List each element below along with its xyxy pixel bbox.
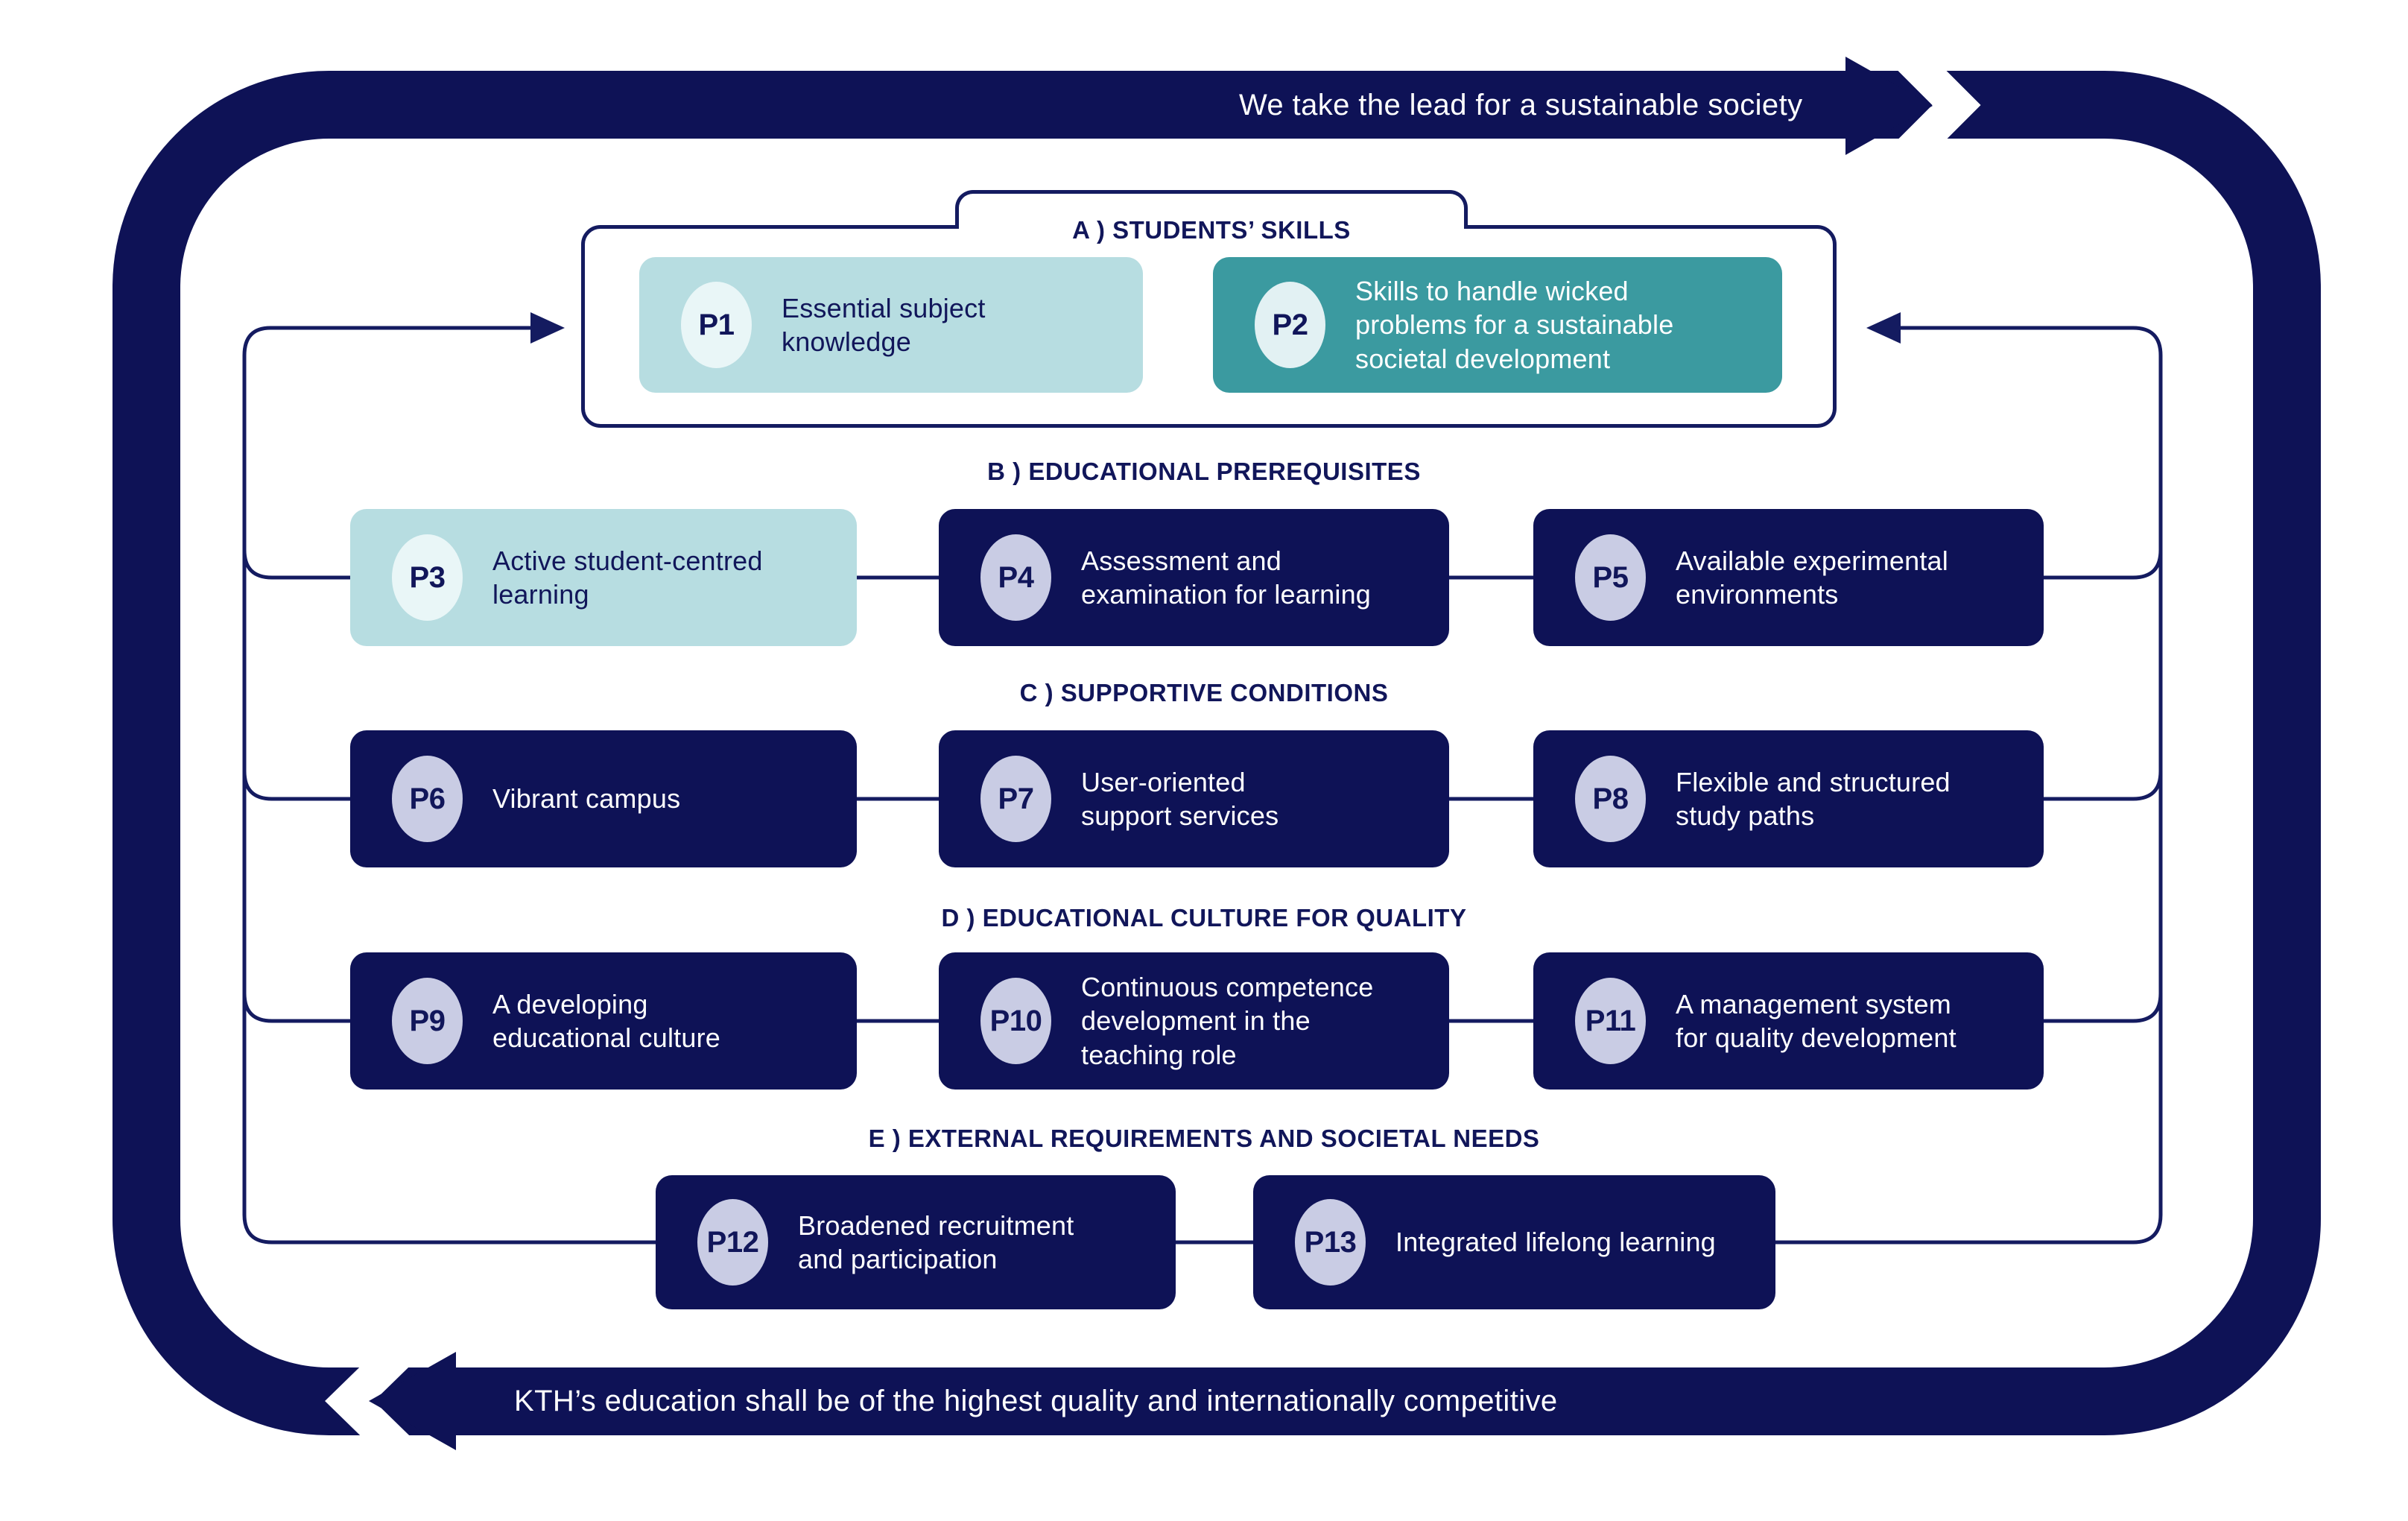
card-p9: P9 A developing educational culture: [350, 952, 857, 1090]
card-p4-badge: P4: [980, 534, 1051, 621]
card-p3-badge: P3: [392, 534, 463, 621]
card-p8-badge: P8: [1575, 756, 1646, 842]
section-d-label: D ) EDUCATIONAL CULTURE FOR QUALITY: [941, 904, 1467, 932]
card-p11-badge: P11: [1575, 978, 1646, 1064]
bottom-banner-text: KTH’s education shall be of the highest …: [514, 1385, 1558, 1417]
right-branch-row-d: [2044, 993, 2163, 1023]
card-p9-badge: P9: [392, 978, 463, 1064]
left-branch-row-d: [242, 993, 350, 1023]
card-p7-badge: P7: [980, 756, 1051, 842]
card-p7: P7 User-oriented support services: [939, 730, 1449, 867]
card-p6: P6 Vibrant campus: [350, 730, 857, 867]
right-branch-row-b: [2044, 549, 2163, 580]
right-trunk-line: [1775, 326, 2163, 1245]
card-p6-title: Vibrant campus: [492, 783, 681, 815]
left-branch-row-c: [242, 771, 350, 801]
card-p10-title: Continuous competence development in the…: [1081, 971, 1374, 1070]
card-p3-title: Active student-centred learning: [492, 545, 763, 610]
card-p7-title: User-oriented support services: [1081, 766, 1279, 831]
card-p13-badge: P13: [1295, 1199, 1366, 1286]
card-p5: P5 Available experimental environments: [1533, 509, 2044, 646]
card-p10-badge: P10: [980, 978, 1051, 1064]
card-p5-badge: P5: [1575, 534, 1646, 621]
bottom-arrowhead-icon: [369, 1352, 456, 1450]
card-p8: P8 Flexible and structured study paths: [1533, 730, 2044, 867]
arrow-tip-into-a-right: [1866, 312, 1901, 344]
card-p4-title: Assessment and examination for learning: [1081, 545, 1372, 610]
section-a-label: A ) STUDENTS’ SKILLS: [1072, 215, 1351, 244]
section-a-tab: A ) STUDENTS’ SKILLS: [955, 190, 1468, 244]
card-p10: P10 Continuous competence development in…: [939, 952, 1449, 1090]
card-p4: P4 Assessment and examination for learni…: [939, 509, 1449, 646]
card-p13-title: Integrated lifelong learning: [1395, 1227, 1716, 1258]
card-p11-title: A management system for quality developm…: [1676, 988, 1956, 1053]
card-p5-title: Available experimental environments: [1676, 545, 1948, 610]
card-p9-title: A developing educational culture: [492, 988, 721, 1053]
top-arrowhead-icon: [1845, 57, 1933, 155]
section-c-label: C ) SUPPORTIVE CONDITIONS: [1019, 679, 1389, 706]
left-trunk-line: [242, 326, 656, 1245]
section-b-label: B ) EDUCATIONAL PREREQUISITES: [987, 458, 1421, 485]
card-p12: P12 Broadened recruitment and participat…: [656, 1175, 1176, 1309]
card-p1-title: Essential subject knowledge: [782, 292, 986, 357]
top-banner-text: We take the lead for a sustainable socie…: [1239, 89, 1803, 121]
card-p13: P13 Integrated lifelong learning: [1253, 1175, 1775, 1309]
right-branch-row-c: [2044, 771, 2163, 801]
card-p11: P11 A management system for quality deve…: [1533, 952, 2044, 1090]
card-p2-title: Skills to handle wicked problems for a s…: [1355, 275, 1674, 374]
card-p2-badge: P2: [1255, 282, 1325, 368]
top-band-gap: [1883, 32, 1981, 178]
card-p3: P3 Active student-centred learning: [350, 509, 857, 646]
section-e-label: E ) EXTERNAL REQUIREMENTS AND SOCIETAL N…: [868, 1125, 1540, 1152]
bottom-band-gap: [325, 1329, 422, 1473]
left-branch-row-b: [242, 549, 350, 580]
card-p8-title: Flexible and structured study paths: [1676, 766, 1951, 831]
outer-loop-band: [113, 71, 2321, 1435]
card-p1-badge: P1: [681, 282, 752, 368]
card-p2: P2 Skills to handle wicked problems for …: [1213, 257, 1782, 393]
card-p12-title: Broadened recruitment and participation: [798, 1209, 1074, 1274]
arrow-tip-into-a-left: [530, 312, 565, 344]
card-p12-badge: P12: [697, 1199, 768, 1286]
card-p1: P1 Essential subject knowledge: [639, 257, 1143, 393]
card-p6-badge: P6: [392, 756, 463, 842]
